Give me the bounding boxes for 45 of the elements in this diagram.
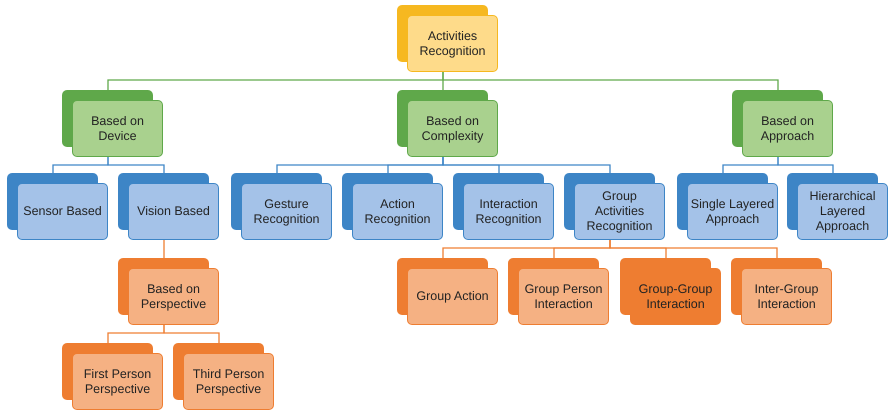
node-label: First Person Perspective [82, 366, 152, 396]
connector-line [163, 240, 165, 258]
category-box [731, 258, 832, 325]
category-box [62, 343, 163, 410]
category-box [118, 258, 219, 325]
category-box [342, 173, 443, 240]
category-box [173, 343, 274, 410]
connector-line [163, 325, 220, 343]
connector-line [609, 240, 778, 258]
category-box [7, 173, 108, 240]
category-box [118, 173, 219, 240]
node-label: Action Recognition [363, 196, 432, 226]
category-box [397, 90, 498, 157]
node-label: Inter-Group Interaction [754, 282, 820, 312]
connector-line [442, 72, 779, 90]
category-box [453, 173, 554, 240]
category-box [787, 173, 888, 240]
node-label: Interaction Recognition [474, 196, 542, 226]
node-label: Based on Approach [760, 114, 816, 144]
category-box [620, 258, 721, 325]
category-box [397, 5, 498, 72]
category-box [62, 90, 163, 157]
node-label: Based on Device [90, 114, 145, 144]
connector-line [442, 157, 611, 173]
node-label: Third Person Perspective [192, 366, 266, 396]
node-label: Single Layered Approach [690, 196, 776, 226]
connector-line [777, 157, 834, 173]
node-label: Vision Based [136, 204, 211, 219]
category-box [397, 258, 498, 325]
category-box [231, 173, 332, 240]
node-label: Group Activities Recognition [585, 189, 654, 234]
connector-line [107, 157, 165, 173]
category-box [677, 173, 778, 240]
node-label: Gesture Recognition [252, 196, 320, 226]
category-box [732, 90, 833, 157]
node-label: Group Action [415, 289, 490, 304]
node-label: Based on Complexity [420, 114, 484, 144]
category-box [564, 173, 665, 240]
node-label: Hierarchical Layered Approach [808, 189, 876, 234]
node-label: Group-Group Interaction [638, 282, 714, 312]
node-label: Group Person Interaction [524, 282, 604, 312]
category-box [508, 258, 609, 325]
node-label: Sensor Based [22, 204, 103, 219]
node-label: Based on Perspective [140, 282, 208, 312]
node-label: Activities Recognition [418, 28, 486, 58]
